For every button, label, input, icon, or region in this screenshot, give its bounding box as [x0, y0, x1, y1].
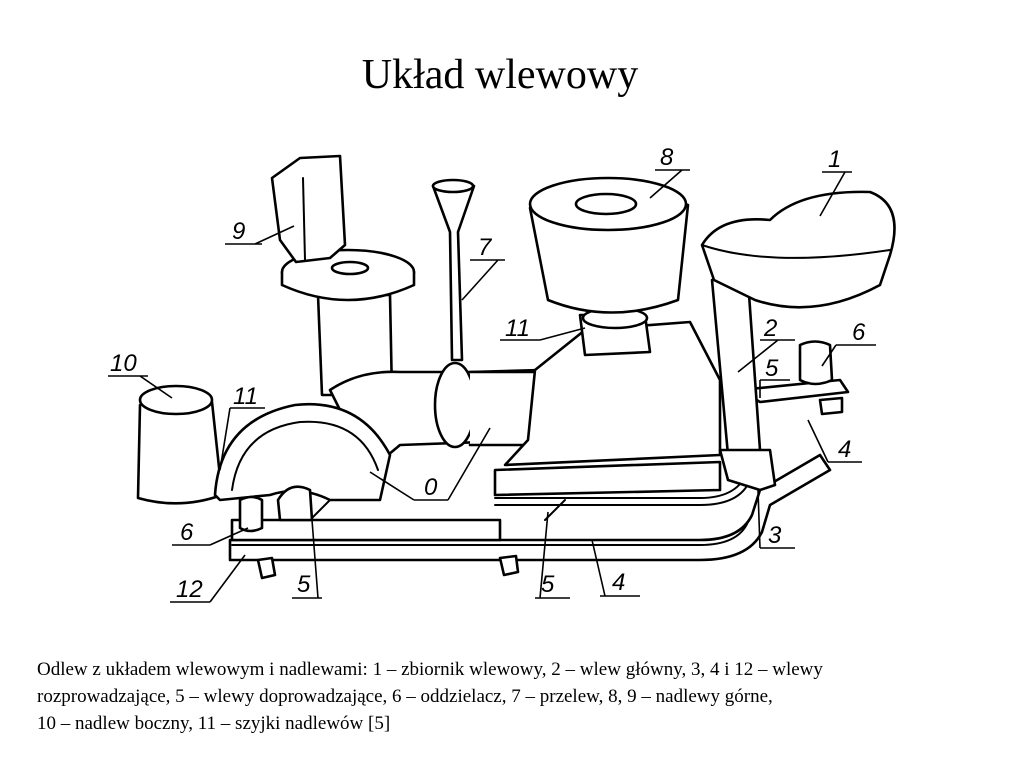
label-3: 3	[768, 522, 782, 549]
label-11-right: 11	[505, 315, 530, 342]
casting	[213, 361, 547, 522]
label-4-bottom: 4	[612, 569, 625, 596]
leader-lines	[108, 169, 876, 603]
label-0: 0	[424, 474, 438, 501]
label-5-right: 5	[765, 355, 779, 382]
riser-10	[136, 384, 224, 505]
ingates	[256, 396, 844, 580]
label-5-left: 5	[297, 571, 311, 598]
pouring-basin	[238, 190, 896, 533]
callout-labels: 1 2 3 4 4 5 5 5 6 6 7 8 9 10 11 11 12 0	[110, 144, 866, 603]
label-6-right: 6	[852, 319, 866, 346]
caption-line: Odlew z układem wlewowym i nadlewami: 1 …	[37, 659, 823, 680]
slide-title: Układ wlewowy	[361, 52, 639, 98]
label-8: 8	[660, 144, 674, 171]
riser-8	[493, 176, 722, 497]
label-2: 2	[763, 315, 777, 342]
runner-frame	[228, 378, 850, 562]
label-10: 10	[110, 350, 137, 377]
label-12: 12	[176, 576, 203, 603]
riser-9	[270, 154, 416, 397]
overflow-7	[431, 178, 476, 362]
label-1: 1	[828, 146, 841, 173]
label-6-left: 6	[180, 519, 194, 546]
gating-system-diagram: 1 2 3 4 4 5 5 5 6 6 7 8 9 10 11 11 12 0	[108, 144, 896, 603]
figure-caption: Odlew z układem wlewowym i nadlewami: 1 …	[37, 656, 997, 737]
label-11-left: 11	[233, 383, 258, 410]
label-9: 9	[232, 218, 245, 245]
caption-line: 10 – nadlew boczny, 11 – szyjki nadlewów…	[37, 713, 391, 734]
label-7: 7	[478, 234, 493, 261]
caption-line: rozprowadzające, 5 – wlewy doprowadzając…	[37, 686, 773, 707]
label-4-right: 4	[838, 436, 851, 463]
label-5-middle: 5	[541, 571, 555, 598]
